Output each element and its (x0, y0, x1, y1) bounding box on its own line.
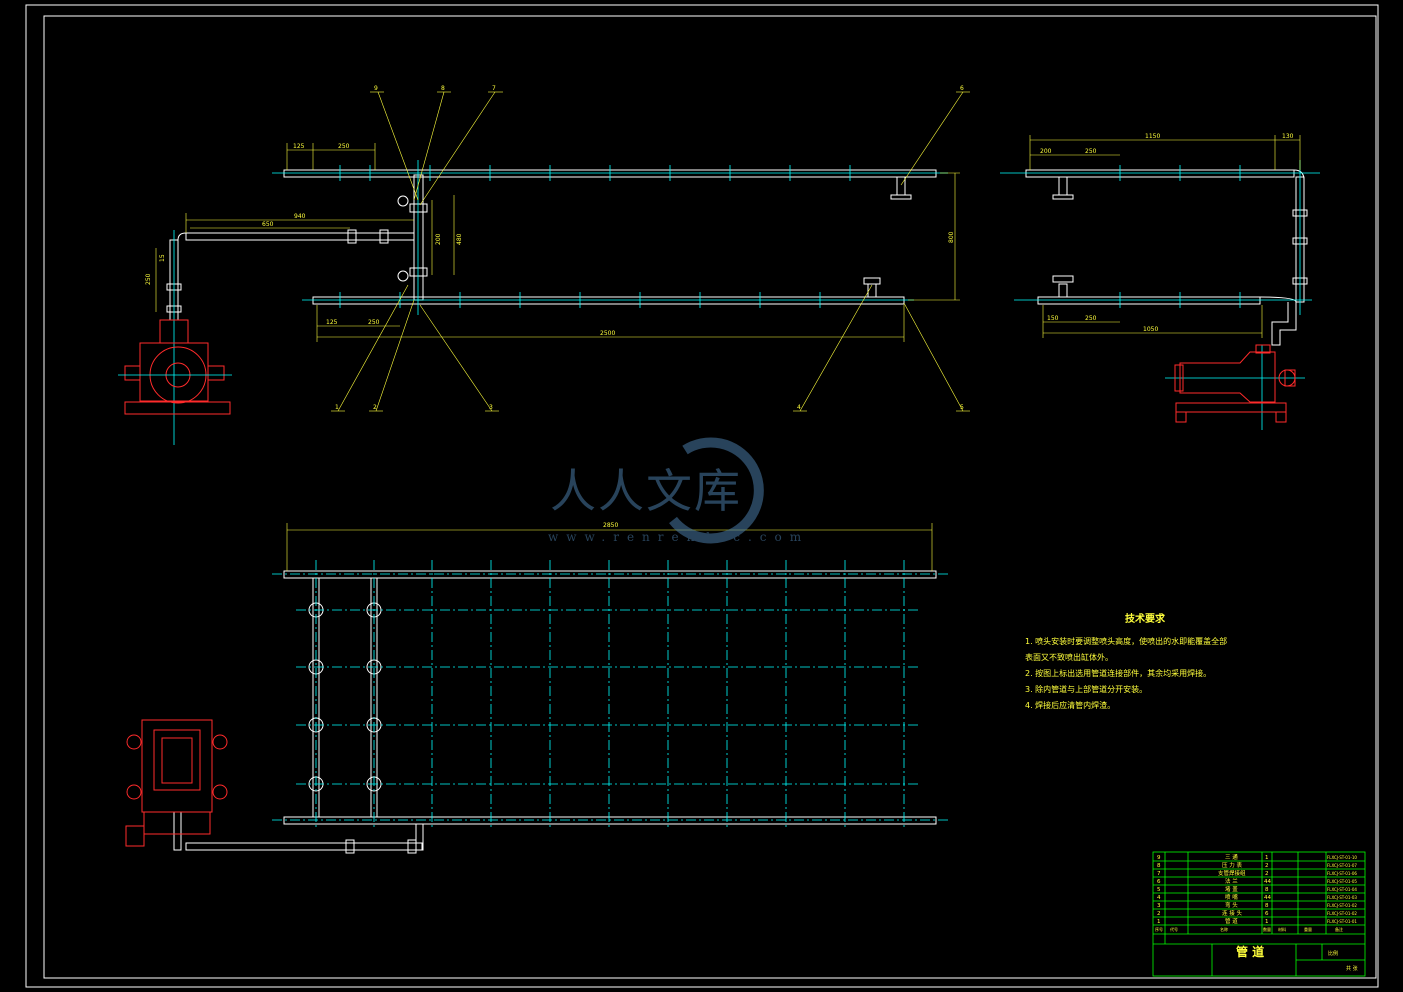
tb-qty-2: 6 (1265, 911, 1269, 917)
balloon-6: 6 (960, 85, 964, 92)
dim-1150: 1150 (1145, 133, 1160, 140)
tb-code-8: FLXCJ-ST-01-07 (1327, 863, 1357, 868)
tb-name-7: 支管焊接组 (1218, 869, 1246, 877)
tb-qty-8: 2 (1265, 863, 1269, 869)
balloon-3: 3 (489, 404, 493, 411)
outer-frame (25, 4, 1379, 988)
dim-250-bottom: 250 (368, 319, 380, 326)
watermark-ring-icon (669, 437, 764, 544)
watermark-url: www.renrendoc.com (548, 530, 810, 544)
dim-15: 15 (159, 254, 166, 262)
tb-no-6: 6 (1157, 879, 1161, 885)
dim-125-top: 125 (293, 143, 305, 150)
dim-125-bottom: 125 (326, 319, 338, 326)
tech-item-4: 4. 焊接后应清管内焊渣。 (1025, 701, 1116, 710)
dim-250-top: 250 (338, 143, 350, 150)
dim-2850: 2850 (603, 522, 618, 529)
tb-no-7: 7 (1157, 871, 1161, 877)
tb-code-5: FLXCJ-ST-01-04 (1327, 887, 1357, 892)
tb-name-8: 压 力 表 (1222, 861, 1242, 869)
tb-no-5: 5 (1157, 887, 1161, 893)
dim-250-left: 250 (145, 273, 152, 285)
tb-qty-3: 8 (1265, 903, 1269, 909)
tb-code-6: FLXCJ-ST-01-05 (1327, 879, 1357, 884)
tb-header-remark: 备注 (1335, 926, 1343, 932)
tb-name-3: 弯 头 (1225, 901, 1238, 909)
tb-code-2: FLXCJ-ST-01-02 (1327, 911, 1357, 916)
tb-name-9: 三 通 (1225, 853, 1238, 861)
technical-requirements: 技术要求 1. 喷头安装时要调整喷头高度，使喷出的水即能覆盖全部 表面又不致喷出… (1025, 612, 1265, 714)
tb-header-no: 序号 (1155, 926, 1163, 932)
tb-no-8: 8 (1157, 863, 1161, 869)
tech-item-2: 2. 按图上标出选用管道连接部件，其余均采用焊接。 (1025, 669, 1212, 678)
tb-name-5: 堵 盖 (1225, 885, 1238, 893)
tech-item-3: 3. 除内管道与上部管道分开安装。 (1025, 685, 1148, 694)
tb-qty-1: 1 (1265, 919, 1269, 925)
tb-qty-9: 1 (1265, 855, 1269, 861)
balloon-5: 5 (960, 404, 964, 411)
tb-no-4: 4 (1157, 895, 1161, 901)
dim-480: 480 (456, 233, 463, 245)
tb-code-4: FLXCJ-ST-01-03 (1327, 895, 1357, 900)
dim-200-side: 200 (1040, 148, 1052, 155)
tb-header-code: 代号 (1170, 926, 1178, 932)
inner-frame (43, 15, 1377, 979)
tech-item-1: 1. 喷头安装时要调整喷头高度，使喷出的水即能覆盖全部 (1025, 637, 1228, 646)
balloon-8: 8 (441, 85, 445, 92)
plan-view: 2850 (125, 522, 948, 854)
dim-130: 130 (1282, 133, 1294, 140)
watermark-text: 人人文库 (550, 464, 742, 518)
tb-header-material: 材料 (1278, 926, 1286, 932)
tb-header-name: 名称 (1220, 926, 1228, 932)
tb-code-7: FLXCJ-ST-01-06 (1327, 871, 1357, 876)
dim-650: 650 (262, 221, 274, 228)
tb-no-1: 1 (1157, 919, 1161, 925)
dim-2500: 2500 (600, 330, 615, 337)
tech-title: 技术要求 (1125, 614, 1165, 625)
dim-150-side: 150 (1047, 315, 1059, 322)
tb-sheet: 共 张 (1346, 965, 1358, 972)
tb-code-9: FLXCJ-ST-01-10 (1327, 855, 1357, 860)
side-view: 1150 200 250 130 150 250 1050 (1000, 133, 1320, 430)
tb-scale: 比例 (1328, 950, 1338, 957)
tb-qty-7: 2 (1265, 871, 1269, 877)
tb-qty-5: 8 (1265, 887, 1269, 893)
front-view: 125 250 940 650 250 15 200 480 800 125 2… (118, 85, 970, 445)
tb-header-weight: 重量 (1304, 926, 1312, 932)
dim-940: 940 (294, 213, 306, 220)
balloon-4: 4 (797, 404, 801, 411)
tb-name-2: 连 接 头 (1222, 909, 1242, 917)
tb-no-3: 3 (1157, 903, 1161, 909)
balloon-7: 7 (492, 85, 496, 92)
dim-800: 800 (948, 231, 955, 243)
balloon-1: 1 (335, 404, 339, 411)
dim-250-side: 250 (1085, 148, 1097, 155)
balloon-2: 2 (373, 404, 377, 411)
title-block (1152, 851, 1366, 977)
dim-250-side-bottom: 250 (1085, 315, 1097, 322)
tb-code-3: FLXCJ-ST-01-02 (1327, 903, 1357, 908)
tb-code-1: FLXCJ-ST-01-01 (1327, 919, 1357, 924)
dim-200: 200 (435, 233, 442, 245)
tb-no-2: 2 (1157, 911, 1161, 917)
tb-qty-4: 44 (1264, 895, 1271, 901)
watermark: 人人文库 www.renrendoc.com (545, 425, 845, 555)
tb-name-6: 法 兰 (1225, 877, 1238, 885)
tb-header-qty: 数量 (1263, 926, 1271, 932)
balloon-9: 9 (374, 85, 378, 92)
tech-item-1b: 表面又不致喷出缸体外。 (1025, 653, 1113, 662)
tb-qty-6: 44 (1264, 879, 1271, 885)
tb-name-4: 喷 嘴 (1225, 893, 1238, 901)
tb-name-1: 管 道 (1225, 917, 1238, 925)
tb-no-9: 9 (1157, 855, 1161, 861)
dim-1050: 1050 (1143, 326, 1158, 333)
tb-drawing-name: 管 道 (1236, 944, 1264, 959)
